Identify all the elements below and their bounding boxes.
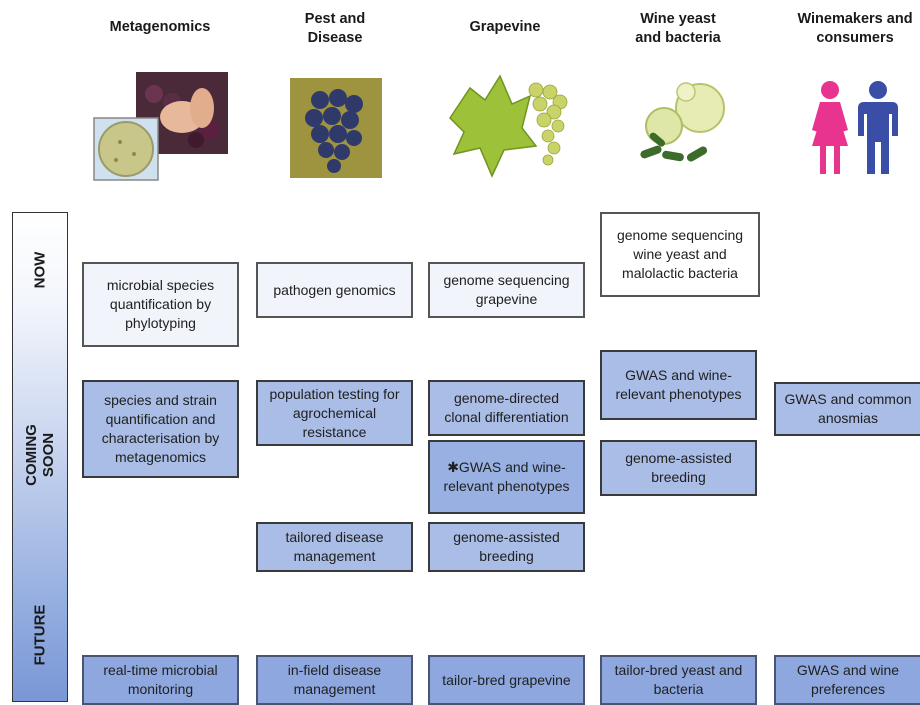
phase-label-now: NOW xyxy=(31,251,49,289)
male-figure-icon xyxy=(858,81,898,174)
box-genome-sequencing-grapevine: genome sequencing grapevine xyxy=(428,262,585,318)
box-yeast-genome-assisted-breeding: genome-assisted breeding xyxy=(600,440,757,496)
timeline-bar xyxy=(12,212,68,702)
box-in-field-disease-management: in-field disease management xyxy=(256,655,413,705)
box-species-strain-metagenomics: species and strain quantification and ch… xyxy=(82,380,239,478)
box-pathogen-genomics: pathogen genomics xyxy=(256,262,413,318)
box-genome-sequencing-yeast-bacteria: genome sequencing wine yeast and malolac… xyxy=(600,212,760,297)
box-grapevine-genome-assisted-breeding: genome-assisted breeding xyxy=(428,522,585,572)
box-microbial-species-quantification: microbial species quantification by phyl… xyxy=(82,262,239,347)
phase-label-coming-soon: COMING SOON xyxy=(23,424,57,486)
box-population-testing-agrochemical: population testing for agrochemical resi… xyxy=(256,380,413,446)
box-grapevine-gwas-phenotypes: ✱GWAS and wine-relevant phenotypes xyxy=(428,440,585,514)
diseased-grapes-photo-icon xyxy=(290,78,382,178)
box-tailored-disease-management: tailored disease management xyxy=(256,522,413,572)
box-genome-directed-clonal-differentiation: genome-directed clonal differentiation xyxy=(428,380,585,436)
box-yeast-gwas-phenotypes: GWAS and wine-relevant phenotypes xyxy=(600,350,757,420)
yeast-bacteria-icon xyxy=(640,82,725,162)
box-real-time-microbial-monitoring: real-time microbial monitoring xyxy=(82,655,239,705)
box-gwas-common-anosmias: GWAS and common anosmias xyxy=(774,382,920,436)
grape-stomping-photo-icon xyxy=(93,72,228,181)
column-header-pest-disease: Pest and Disease xyxy=(304,11,366,46)
grapevine-leaf-icon xyxy=(449,74,568,178)
phase-label-future: FUTURE xyxy=(31,604,49,666)
box-gwas-wine-preferences: GWAS and wine preferences xyxy=(774,655,920,705)
column-header-wine-yeast: Wine yeast and bacteria xyxy=(635,11,721,46)
column-header-grapevine: Grapevine xyxy=(469,19,541,35)
female-figure-icon xyxy=(812,81,848,174)
box-tailor-bred-grapevine: tailor-bred grapevine xyxy=(428,655,585,705)
column-header-winemakers: Winemakers and consumers xyxy=(797,11,913,46)
box-tailor-bred-yeast-bacteria: tailor-bred yeast and bacteria xyxy=(600,655,757,705)
column-header-metagenomics: Metagenomics xyxy=(109,19,211,35)
